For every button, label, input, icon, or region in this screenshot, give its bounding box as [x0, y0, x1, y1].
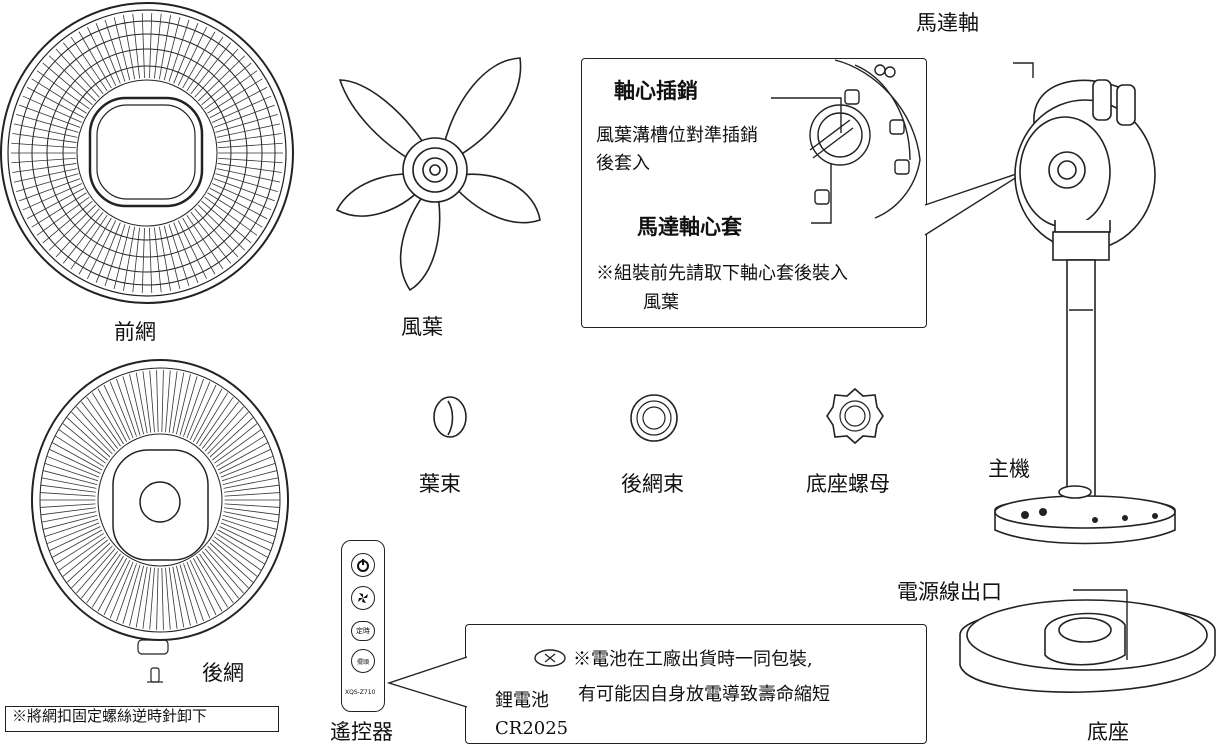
pin-note-line2: 後套入 — [596, 153, 650, 174]
main-unit-label: 主機 — [988, 457, 1030, 481]
sleeve-note-line1: ※組裝前先請取下軸心套後裝入 — [596, 263, 848, 284]
blade-label: 風葉 — [401, 315, 443, 339]
battery-name: 鋰電池 — [495, 690, 549, 711]
shaft-detail-callout — [581, 58, 927, 328]
power-outlet-label: 電源線出口 — [897, 580, 1002, 604]
shaft-detail-illustration — [809, 59, 921, 219]
sleeve-note-line2: 風葉 — [643, 292, 679, 313]
remote-label: 遙控器 — [330, 720, 393, 744]
blade-illustration — [335, 57, 541, 292]
base-nut-illustration — [826, 387, 884, 445]
detail-leader-lines — [771, 97, 842, 224]
pin-title: 軸心插銷 — [614, 78, 698, 103]
base-label: 底座 — [1087, 720, 1129, 744]
battery-note-line1: ※電池在工廠出貨時一同包裝, — [573, 649, 813, 670]
screw-note-box — [5, 706, 279, 732]
remote-model: XQS-Z710 — [345, 689, 376, 696]
base-illustration — [959, 589, 1216, 693]
fan-icon — [351, 586, 375, 610]
rear-guard-illustration — [31, 359, 289, 683]
rear-guard-label: 後網 — [202, 661, 244, 685]
main-unit-illustration — [994, 62, 1176, 545]
pin-note-line1: 風葉溝槽位對準插銷 — [596, 125, 758, 146]
remote-body: 定時 擺頭 XQS-Z710 — [341, 540, 385, 712]
spinner-illustration — [433, 396, 467, 438]
motor-shaft-label: 馬達軸 — [916, 11, 979, 35]
battery-model: CR2025 — [495, 718, 569, 739]
rear-guard-nut-illustration — [630, 394, 678, 442]
battery-callout — [465, 624, 927, 744]
battery-callout-pointer — [386, 656, 468, 708]
base-nut-label: 底座螺母 — [806, 472, 890, 496]
battery-icon — [534, 649, 566, 667]
screw-note: ※將網扣固定螺絲逆時針卸下 — [12, 707, 208, 725]
battery-note-line2: 有可能因自身放電導致壽命縮短 — [578, 684, 830, 705]
front-guard-illustration — [0, 2, 294, 304]
sleeve-title: 馬達軸心套 — [637, 214, 742, 239]
rear-guard-nut-label: 後網束 — [621, 472, 684, 496]
timer-button: 定時 — [351, 621, 375, 641]
power-icon — [351, 553, 375, 577]
spinner-label: 葉束 — [419, 472, 461, 496]
front-guard-label: 前網 — [114, 320, 156, 344]
swing-button: 擺頭 — [351, 649, 375, 673]
